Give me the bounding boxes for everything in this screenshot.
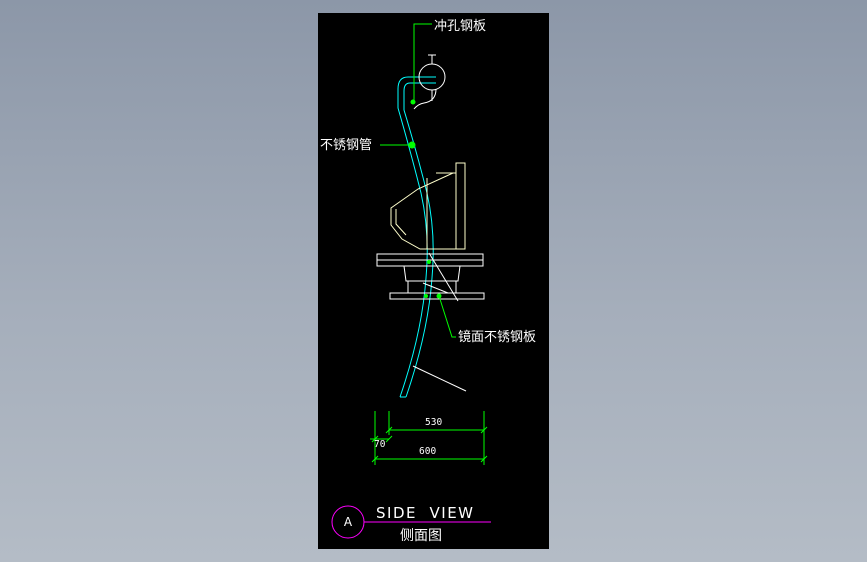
view-title: SIDE VIEW [376, 504, 475, 522]
cad-drawing-viewport[interactable]: 冲孔钢板 不锈钢管 镜面不锈钢板 530 70 600 A SIDE VIEW … [318, 13, 549, 549]
stainless-tube [397, 76, 436, 398]
shelf-and-keyboard [376, 253, 485, 300]
support-braces [412, 252, 467, 392]
callout-stainless-tube: 不锈钢管 [320, 138, 372, 153]
monitor [390, 162, 466, 250]
view-subtitle: 侧面图 [400, 528, 442, 544]
dimension-offset: 70 [374, 439, 386, 450]
dimension-overall: 600 [419, 446, 436, 457]
callout-dots [408, 99, 442, 299]
perforated-plate-head [413, 54, 446, 110]
dimension-inner: 530 [425, 417, 442, 428]
callout-mirror-plate: 镜面不锈钢板 [458, 330, 536, 345]
callout-perforated-plate: 冲孔钢板 [434, 19, 486, 34]
dimension-lines [370, 411, 488, 465]
callout-leaders [380, 23, 456, 338]
view-marker-letter: A [344, 515, 353, 529]
